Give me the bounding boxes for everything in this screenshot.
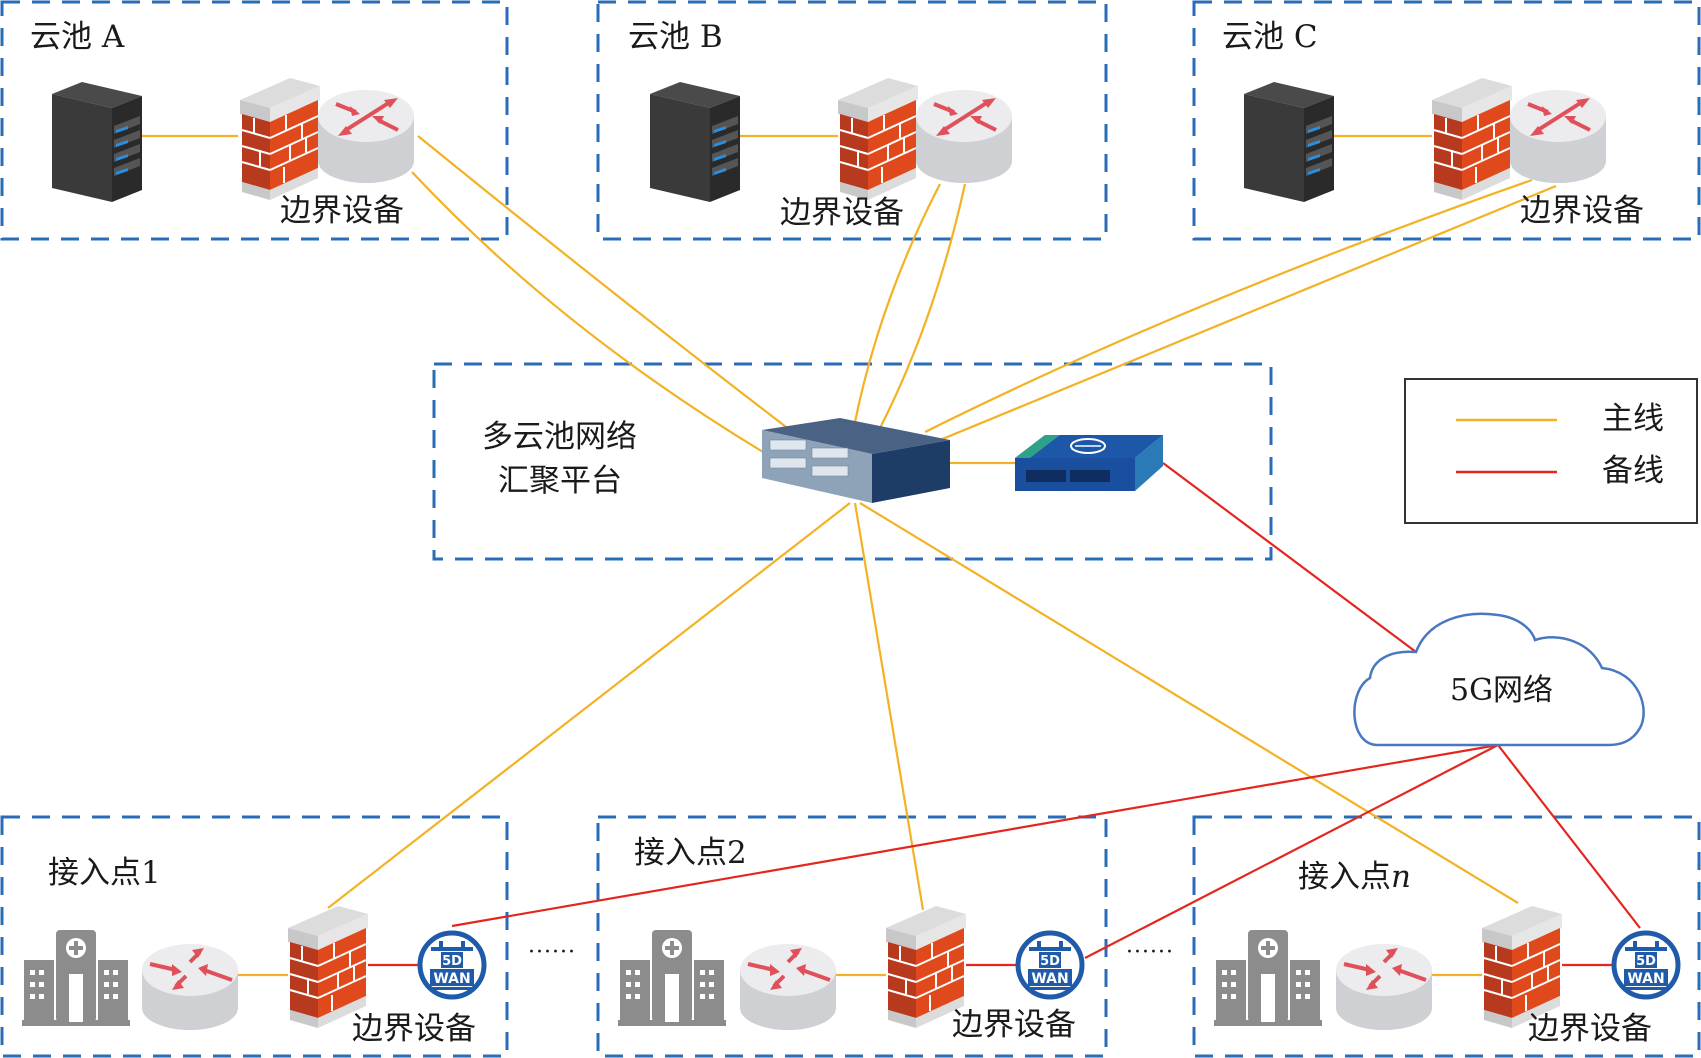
legend-backup-label: 备线 [1602,453,1664,489]
server-tower-icon [52,82,142,202]
access-point-title-suffix: 1 [141,855,161,891]
cloud-pool-b-device-label: 边界设备 [780,195,904,231]
brick-firewall-icon [837,77,919,201]
access-point-title-prefix: 接入点 [634,835,727,871]
cloud-pool-b-box [596,0,1108,241]
main-line [411,171,769,456]
backup-lines [368,462,1641,967]
backup-line [1084,744,1499,959]
cloud-pool-c-device-label: 边界设备 [1520,193,1644,229]
access-point-n-box [1192,815,1701,1058]
access-point-2-title: 接入点2 [634,838,747,869]
router-icon [140,942,240,1032]
access-point-2-box [596,815,1108,1058]
router-icon [316,88,416,185]
main-line [859,502,1519,904]
main-line [853,183,941,423]
access-point-2-device-label: 边界设备 [952,1007,1076,1043]
cloud-pool-a-box [0,0,509,241]
access-point-n-title: 接入点n [1298,862,1411,893]
hospital-building-icon [22,930,130,1026]
main-line [879,183,967,429]
router-icon [1508,88,1608,185]
ellipsis-2: ······ [1126,940,1174,965]
backup-line [1497,744,1641,929]
cloud-pool-c-box [1192,0,1701,241]
access-point-1-device-label: 边界设备 [352,1011,476,1047]
main-line [939,184,1557,442]
backup-line [1162,462,1417,653]
access-point-1-title: 接入点1 [48,858,161,889]
cloud-pool-a-device-label: 边界设备 [280,193,404,229]
server-tower-icon [650,82,740,202]
brick-firewall-icon [287,905,369,1029]
main-line [924,178,1533,433]
access-point-title-suffix: 2 [727,835,747,871]
access-point-title-suffix: n [1391,859,1411,895]
legend [1404,378,1698,524]
main-line [417,135,791,431]
access-point-1-box [0,815,509,1058]
access-point-title-prefix: 接入点 [48,855,141,891]
router-icon [914,88,1014,185]
ellipsis-1: ······ [528,940,576,965]
platform-box [432,362,1273,561]
aggregation-switch-icon [762,418,950,503]
5g-cloud-icon [1353,612,1645,747]
sdwan-icon [1018,933,1082,997]
sdwan-icon [420,933,484,997]
sdwan-icon [1614,933,1678,997]
brick-firewall-icon [1431,77,1513,201]
cloud-pool-b-title: 云池 B [628,19,723,55]
brick-firewall-icon [1481,905,1563,1029]
5g-gateway-icon [1015,435,1163,491]
main-line [853,502,925,911]
brick-firewall-icon [239,77,321,201]
platform-title-line1: 多云池网络 [482,419,637,455]
5g-cloud-label: 5G网络 [1450,673,1554,708]
server-tower-icon [1244,82,1334,202]
backup-line [451,743,1499,928]
router-icon [1334,942,1434,1032]
main-lines [140,134,1557,977]
access-point-title-prefix: 接入点 [1298,859,1391,895]
legend-main-label: 主线 [1602,401,1664,437]
main-line [327,502,851,909]
cloud-pool-a-title: 云池 A [30,19,125,55]
hospital-building-icon [1214,930,1322,1026]
cloud-pool-c-title: 云池 C [1222,19,1318,55]
access-point-n-device-label: 边界设备 [1528,1011,1652,1047]
router-icon [738,942,838,1032]
platform-title-line2: 汇聚平台 [498,463,622,499]
hospital-building-icon [618,930,726,1026]
